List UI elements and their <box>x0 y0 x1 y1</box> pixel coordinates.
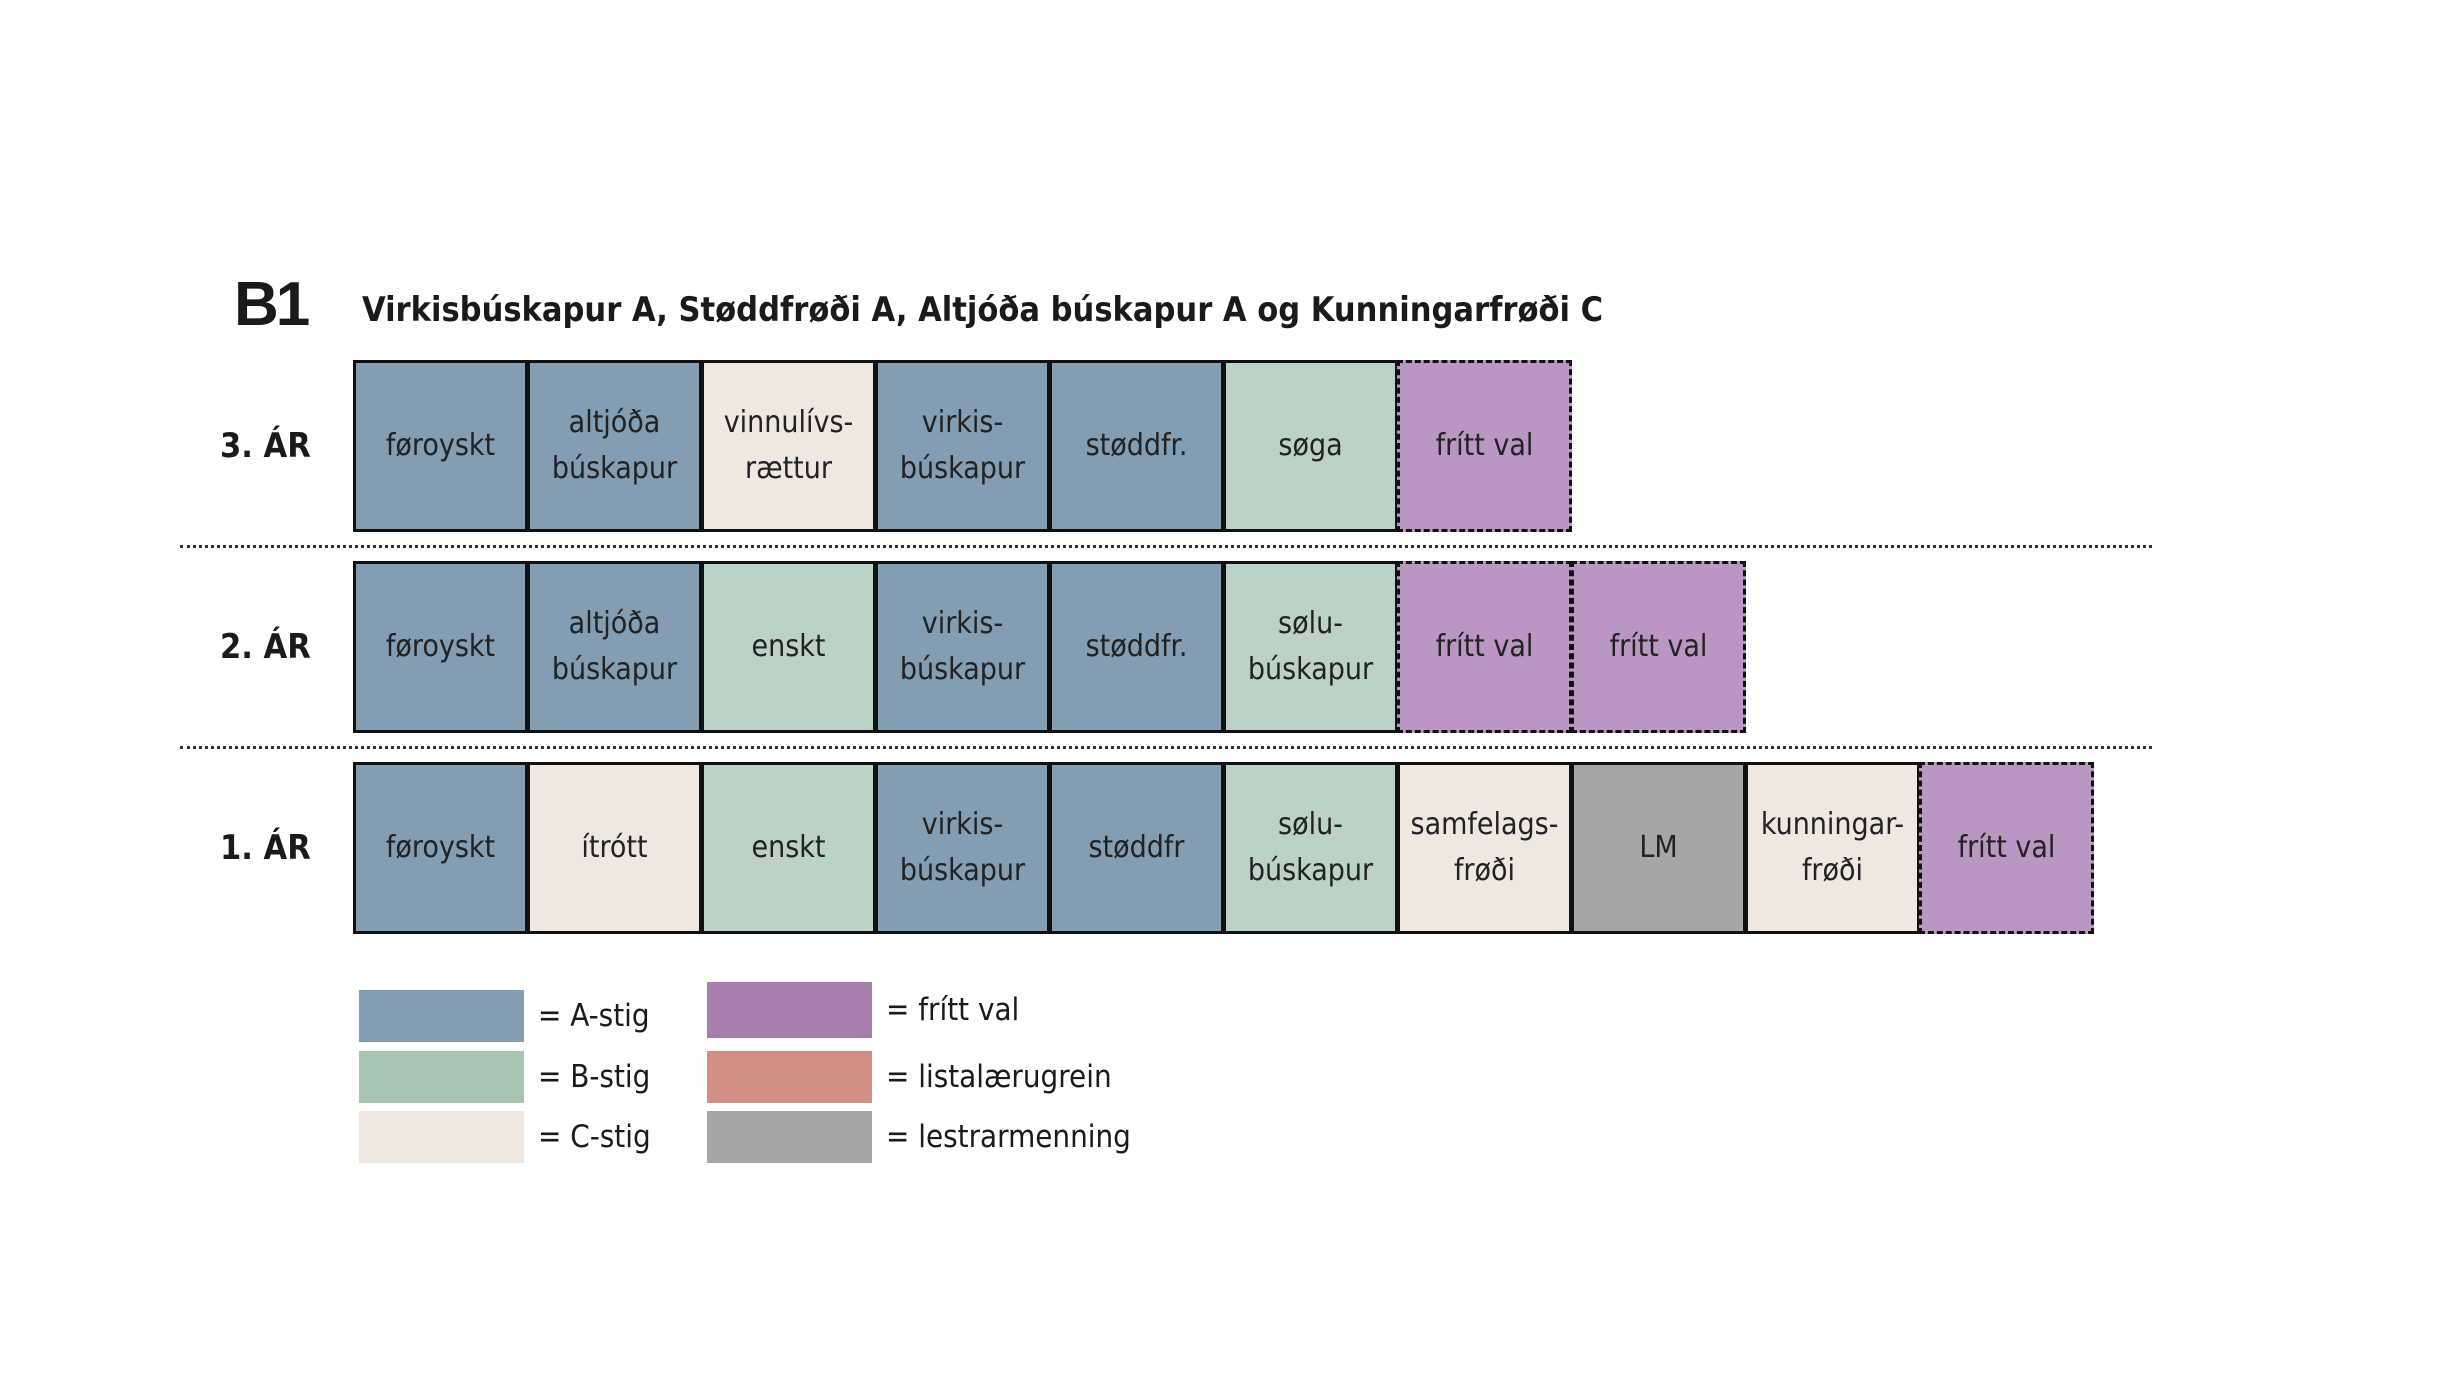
subject-cell: frítt val <box>1919 762 2094 934</box>
year-row: 1. ÁR føroyskt ítrótt enskt virkis- búskapur… <box>0 762 2451 934</box>
subject-cell: søga <box>1223 360 1398 532</box>
subject-label: virkis- búskapur <box>899 405 1026 486</box>
subject-cell: samfelags- frøði <box>1397 762 1572 934</box>
legend-swatch <box>359 1111 524 1163</box>
legend-swatch <box>707 982 872 1038</box>
year-divider <box>180 746 2152 749</box>
year-label: 3. ÁR <box>220 426 311 466</box>
subject-label: støddfr. <box>1085 629 1188 664</box>
legend-item: = listalærugrein <box>707 1051 1112 1103</box>
legend-label: = listalærugrein <box>886 1059 1112 1095</box>
subject-label: sølu- búskapur <box>1247 807 1374 888</box>
legend-label: = A-stig <box>538 998 650 1034</box>
subject-label: søga <box>1278 428 1343 463</box>
legend-label: = C-stig <box>538 1119 651 1155</box>
year-divider <box>180 545 2152 548</box>
subject-cell: altjóða búskapur <box>527 561 702 733</box>
subject-cell: vinnulívs- rættur <box>701 360 876 532</box>
subject-label: føroyskt <box>385 830 496 865</box>
subject-label: frítt val <box>1435 428 1534 463</box>
subject-cell: ítrótt <box>527 762 702 934</box>
subject-label: enskt <box>751 830 826 865</box>
subject-cell: føroyskt <box>353 561 528 733</box>
subject-label: virkis- búskapur <box>899 807 1026 888</box>
subject-label: ítrótt <box>581 830 648 865</box>
subject-label: kunningar- frøði <box>1760 807 1905 888</box>
subject-label: vinnulívs- rættur <box>723 405 854 486</box>
subject-cell: virkis- búskapur <box>875 360 1050 532</box>
year-row: 3. ÁR føroyskt altjóða búskapur vinnulívs- … <box>0 360 2451 532</box>
legend-item: = A-stig <box>359 990 650 1042</box>
legend-item: = B-stig <box>359 1051 650 1103</box>
subject-cell: LM <box>1571 762 1746 934</box>
subject-label: enskt <box>751 629 826 664</box>
subject-label: sølu- búskapur <box>1247 606 1374 687</box>
subject-cell: virkis- búskapur <box>875 762 1050 934</box>
subject-label: LM <box>1639 830 1678 865</box>
legend-label: = frítt val <box>886 992 1020 1028</box>
legend-label: = lestrarmenning <box>886 1119 1131 1155</box>
year-row: 2. ÁR føroyskt altjóða búskapur enskt virkis… <box>0 561 2451 733</box>
legend-item: = frítt val <box>707 982 1020 1038</box>
subject-cell: støddfr. <box>1049 360 1224 532</box>
legend-item: = C-stig <box>359 1111 651 1163</box>
subject-cell: føroyskt <box>353 762 528 934</box>
subject-cell: føroyskt <box>353 360 528 532</box>
legend-item: = lestrarmenning <box>707 1111 1131 1163</box>
year-label: 2. ÁR <box>220 627 311 667</box>
subject-label: frítt val <box>1435 629 1534 664</box>
subject-cell: støddfr <box>1049 762 1224 934</box>
programme-title: Virkisbúskapur A, Støddfrøði A, Altjóða … <box>362 290 1604 330</box>
subject-label: frítt val <box>1609 629 1708 664</box>
legend-swatch <box>707 1111 872 1163</box>
legend-swatch <box>359 1051 524 1103</box>
subject-cell: kunningar- frøði <box>1745 762 1920 934</box>
subject-label: altjóða búskapur <box>551 606 678 687</box>
subject-label: virkis- búskapur <box>899 606 1026 687</box>
subject-cell: virkis- búskapur <box>875 561 1050 733</box>
subject-cell: frítt val <box>1397 360 1572 532</box>
subject-cell: frítt val <box>1397 561 1572 733</box>
subject-cell: frítt val <box>1571 561 1746 733</box>
year-label: 1. ÁR <box>220 828 311 868</box>
programme-code: B1 <box>234 270 310 339</box>
subject-cell: sølu- búskapur <box>1223 762 1398 934</box>
subject-cell: støddfr. <box>1049 561 1224 733</box>
subject-label: samfelags- frøði <box>1410 807 1559 888</box>
subject-cell: altjóða búskapur <box>527 360 702 532</box>
legend-label: = B-stig <box>538 1059 651 1095</box>
subject-cell: sølu- búskapur <box>1223 561 1398 733</box>
subject-cell: enskt <box>701 561 876 733</box>
subject-label: støddfr <box>1088 830 1185 865</box>
subject-label: føroyskt <box>385 428 496 463</box>
subject-label: føroyskt <box>385 629 496 664</box>
subject-label: støddfr. <box>1085 428 1188 463</box>
legend-swatch <box>359 990 524 1042</box>
subject-label: frítt val <box>1957 830 2056 865</box>
subject-cell: enskt <box>701 762 876 934</box>
subject-label: altjóða búskapur <box>551 405 678 486</box>
legend-swatch <box>707 1051 872 1103</box>
